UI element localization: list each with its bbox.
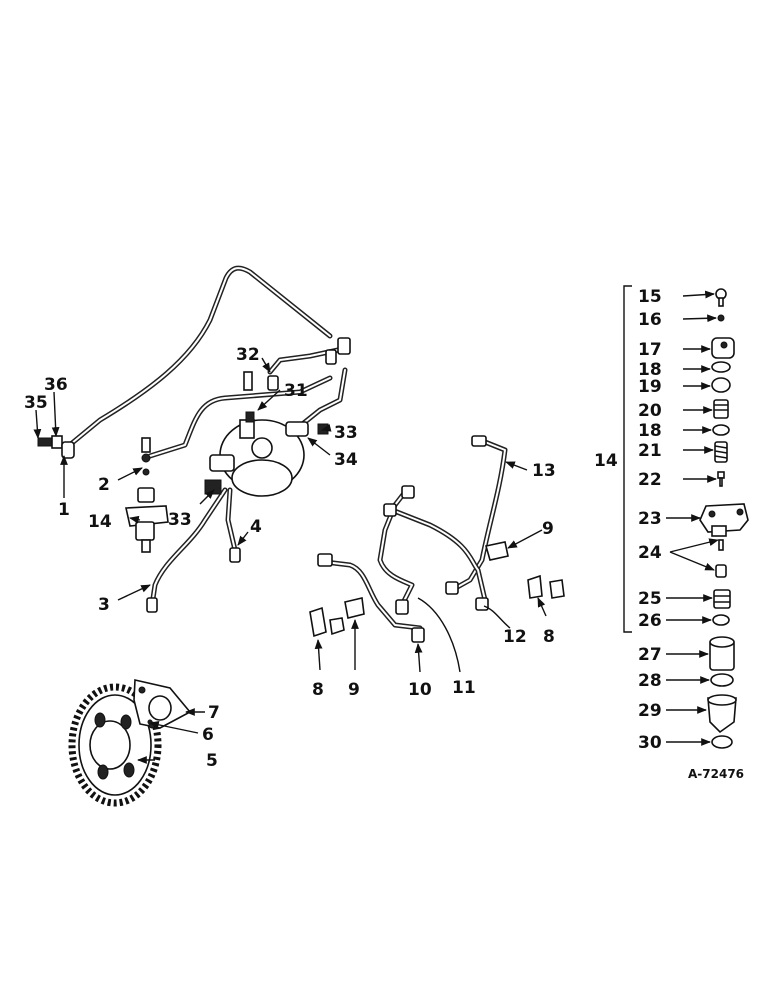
callout-16: 16 xyxy=(638,310,662,330)
callout-36: 36 xyxy=(44,375,68,395)
callout-9-right: 9 xyxy=(542,519,554,539)
drawing-number: A-72476 xyxy=(688,767,744,781)
callout-5: 5 xyxy=(206,751,218,771)
callout-35: 35 xyxy=(24,393,48,413)
drive-gear-assembly xyxy=(68,679,192,807)
leader-lines xyxy=(33,290,719,764)
callout-1: 1 xyxy=(58,500,70,520)
callout-21: 21 xyxy=(638,441,662,461)
callout-33-left: 33 xyxy=(168,510,192,530)
callout-17: 17 xyxy=(638,340,662,360)
callout-25: 25 xyxy=(638,589,662,609)
callout-11: 11 xyxy=(452,678,476,698)
callout-12: 12 xyxy=(503,627,527,647)
fuel-line-set xyxy=(309,435,565,643)
callout-6: 6 xyxy=(202,725,214,745)
nozzle-exploded-parts xyxy=(623,285,749,749)
callout-34: 34 xyxy=(334,450,358,470)
callout-15: 15 xyxy=(638,287,662,307)
callout-32: 32 xyxy=(236,345,260,365)
callout-3: 3 xyxy=(98,595,110,615)
callout-27: 27 xyxy=(638,645,662,665)
callout-2: 2 xyxy=(98,475,110,495)
callout-31: 31 xyxy=(284,381,308,401)
callout-13: 13 xyxy=(532,461,556,481)
callout-24: 24 xyxy=(638,543,662,563)
callout-20: 20 xyxy=(638,401,662,421)
callout-29: 29 xyxy=(638,701,662,721)
callout-23: 23 xyxy=(638,509,662,529)
callout-28: 28 xyxy=(638,671,662,691)
callout-7: 7 xyxy=(208,703,220,723)
injection-pump-assembly xyxy=(37,265,351,613)
callout-8-left: 8 xyxy=(312,680,324,700)
callout-14-pump: 14 xyxy=(88,512,112,532)
callout-18-a: 18 xyxy=(638,360,662,380)
callout-26: 26 xyxy=(638,611,662,631)
callout-4: 4 xyxy=(250,517,262,537)
callout-9-left: 9 xyxy=(348,680,360,700)
callout-22: 22 xyxy=(638,470,662,490)
callout-14-group: 14 xyxy=(594,451,618,471)
callout-19: 19 xyxy=(638,377,662,397)
callout-labels: 1 2 3 4 5 6 7 8 8 9 9 10 11 12 13 14 14 … xyxy=(24,287,662,771)
callout-18-b: 18 xyxy=(638,421,662,441)
callout-8-right: 8 xyxy=(543,627,555,647)
callout-33-right: 33 xyxy=(334,423,358,443)
callout-30: 30 xyxy=(638,733,662,753)
callout-10: 10 xyxy=(408,680,432,700)
